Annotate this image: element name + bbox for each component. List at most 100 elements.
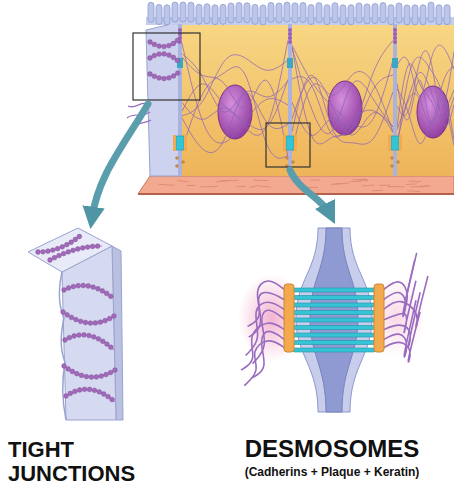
claudin-bead	[52, 255, 57, 260]
microvillus	[340, 5, 346, 25]
cadherins	[293, 288, 375, 352]
claudin-bead	[76, 283, 81, 288]
connexon	[291, 160, 295, 164]
claudin-bead	[77, 234, 82, 239]
plaque	[374, 284, 384, 352]
junction-protein	[288, 36, 292, 40]
keratin-filament	[252, 331, 285, 377]
collagen-fiber	[379, 184, 390, 186]
keratin-filament	[292, 72, 393, 152]
plasma-membrane-sheet	[62, 246, 116, 420]
keratin-filament	[397, 57, 454, 149]
desmosome	[391, 136, 399, 150]
microvillus	[188, 2, 194, 22]
claudin-bead	[46, 249, 51, 254]
collagen-fiber	[159, 184, 175, 186]
claudin-bead	[96, 336, 101, 341]
claudin-bead	[101, 392, 106, 397]
keratin-filament	[244, 341, 285, 386]
claudin-bead	[84, 374, 89, 379]
claudin-bead	[108, 345, 113, 350]
claudin-bead	[72, 334, 77, 339]
claudin-bead	[62, 364, 67, 369]
claudin-bead	[94, 375, 99, 380]
claudin-bead	[171, 55, 176, 60]
collagen-fiber	[372, 190, 383, 191]
junction-protein	[393, 40, 397, 44]
collagen-fiber	[177, 180, 188, 181]
keratin-filament	[182, 67, 288, 158]
junction-protein	[393, 28, 397, 32]
microvillus	[212, 5, 218, 25]
keratin-filament	[397, 45, 454, 96]
claudin-bead	[78, 319, 83, 324]
collagen-fiber	[249, 185, 259, 187]
claudin-bead	[75, 247, 80, 252]
claudin-bead	[104, 372, 109, 377]
claudin-bead	[113, 368, 118, 373]
claudin-bead	[171, 41, 176, 46]
claudin-bead	[57, 253, 62, 258]
claudin-bead	[148, 56, 153, 61]
claudin-bead	[66, 367, 71, 372]
cut-cell-membrane	[146, 22, 180, 176]
collagen-fiber	[387, 186, 404, 187]
claudin-bead	[89, 375, 94, 380]
microvillus	[220, 4, 226, 24]
plaque	[388, 135, 391, 151]
claudin-bead	[83, 320, 88, 325]
structure-label: TIGHT JUNCTIONS	[8, 438, 148, 486]
microvilli	[148, 2, 450, 25]
gap-junction	[175, 156, 185, 168]
claudin-bead	[66, 286, 71, 291]
microvillus	[388, 5, 394, 25]
connexon	[175, 156, 179, 160]
claudin-bead	[91, 285, 96, 290]
structure-subtitle-box: (Cadherins + Plaque + Keratin)	[214, 466, 450, 479]
claudin-bead	[87, 333, 92, 338]
claudin-bead	[64, 242, 69, 247]
plaque	[399, 135, 402, 151]
claudin-bead	[171, 74, 176, 79]
microvillus	[180, 2, 186, 22]
claudin-bead	[88, 321, 93, 326]
keratin-filament	[397, 64, 454, 127]
basement-membrane-edge	[138, 193, 454, 195]
claudin-bead	[72, 389, 77, 394]
claudin-bead	[148, 40, 153, 45]
connexon	[285, 156, 289, 160]
claudin-bead	[95, 244, 100, 249]
gap-junction	[285, 156, 295, 168]
microvillus	[356, 3, 362, 23]
claudin-bead	[175, 58, 180, 63]
claudin-bead	[175, 71, 180, 76]
adherens-junction	[287, 58, 293, 68]
cell-junctions	[173, 28, 402, 168]
microvillus	[164, 5, 170, 25]
claudin-bead	[82, 332, 87, 337]
epithelial-cells	[180, 22, 454, 176]
microvillus	[412, 5, 418, 25]
claudin-bead	[162, 44, 167, 49]
collagen-fiber	[187, 185, 196, 186]
plaque	[294, 135, 297, 151]
claudin-bead	[82, 387, 87, 392]
collagen-fiber	[253, 180, 268, 181]
connexon	[390, 156, 394, 160]
junction-protein	[393, 36, 397, 40]
collagen-fiber	[260, 186, 271, 188]
claudin-bead	[73, 237, 78, 242]
claudin-bead	[104, 342, 109, 347]
collagen-fiber	[200, 186, 217, 188]
claudin-bead	[99, 374, 104, 379]
claudin-bead	[61, 310, 66, 315]
claudin-bead	[152, 74, 157, 79]
collagen-fiber	[411, 186, 428, 187]
microvillus	[244, 3, 250, 23]
claudin-bead	[61, 251, 66, 256]
claudin-bead	[64, 394, 69, 399]
keratin-filament	[292, 75, 393, 135]
claudin-bead	[69, 315, 74, 320]
claudin-bead	[55, 246, 60, 251]
